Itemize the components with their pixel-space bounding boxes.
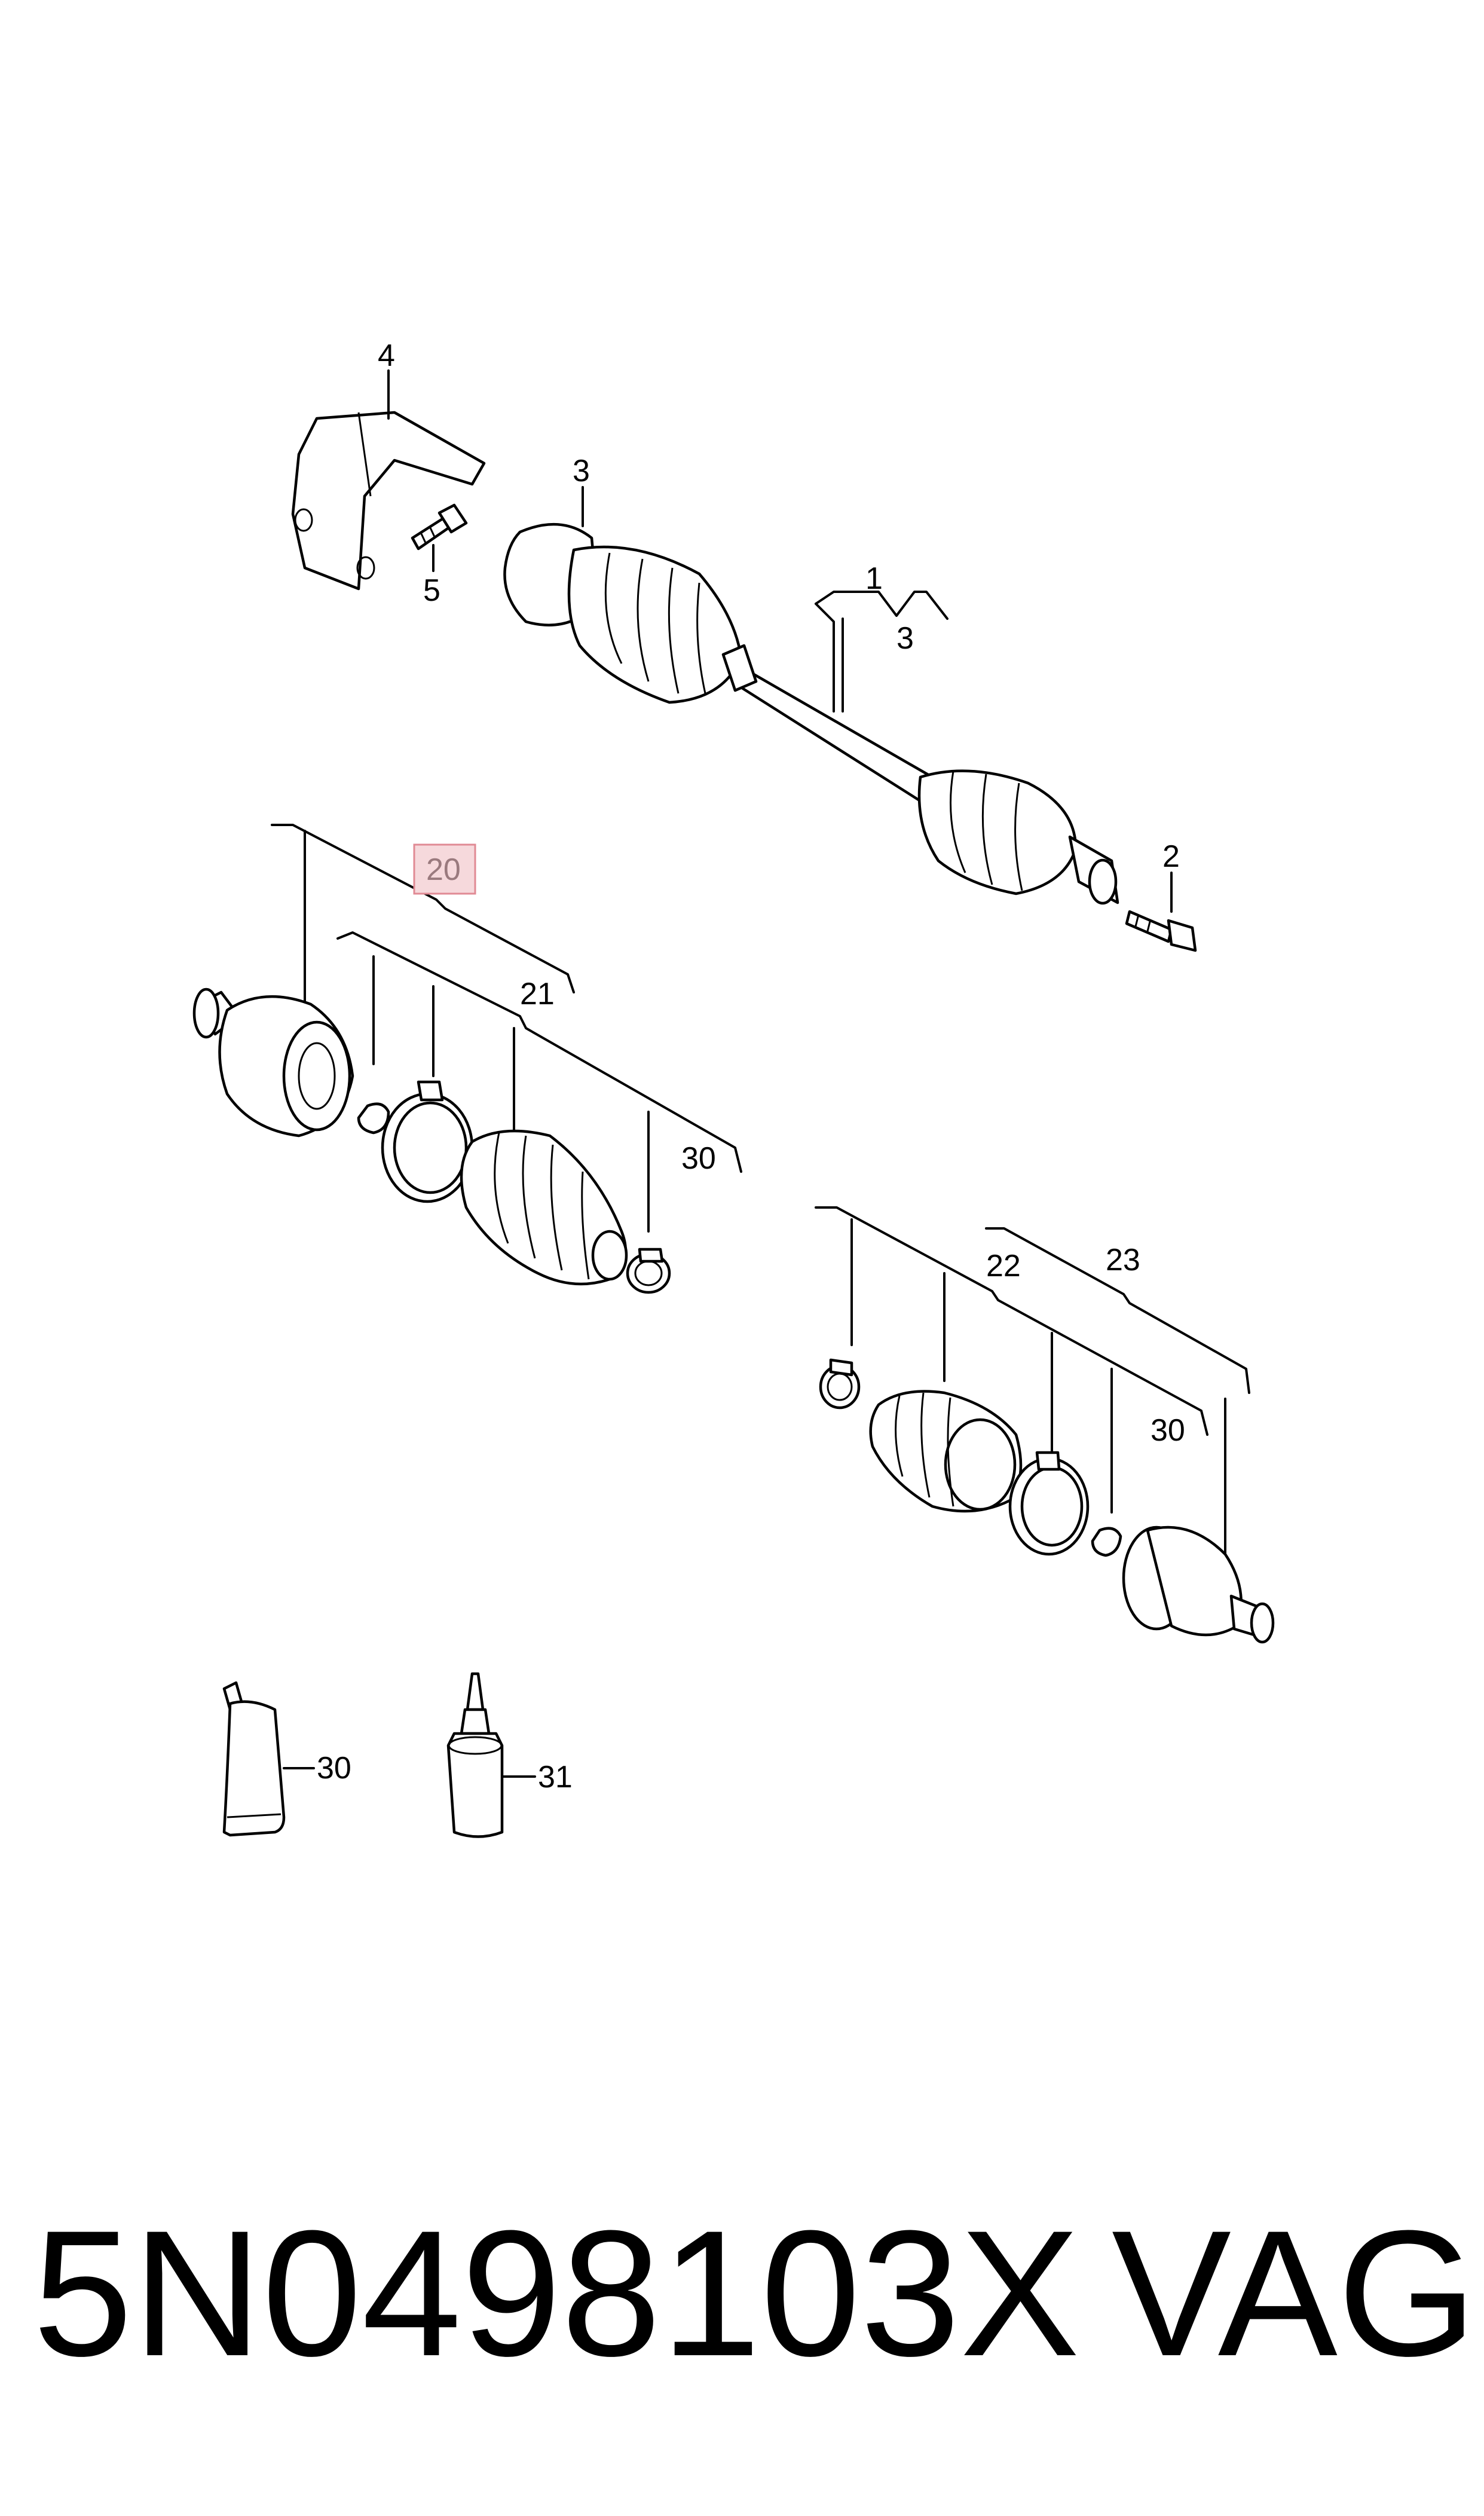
callout-5: 5 bbox=[423, 573, 440, 608]
callout-30-right: 30 bbox=[1151, 1413, 1185, 1448]
bracket-22-23 bbox=[815, 1206, 1250, 1436]
circlip-right[interactable] bbox=[1091, 1527, 1122, 1557]
callout-31: 31 bbox=[538, 1760, 573, 1794]
clamp-small-right[interactable] bbox=[819, 1358, 861, 1410]
clamp-large-left[interactable] bbox=[381, 1080, 474, 1203]
highlight-box-20 bbox=[413, 843, 476, 895]
callout-30-left: 30 bbox=[681, 1141, 716, 1176]
callout-20: 20 bbox=[426, 852, 461, 887]
circlip-left[interactable] bbox=[357, 1102, 390, 1135]
cv-joint-left[interactable] bbox=[192, 988, 354, 1138]
brand-text: VAG bbox=[1112, 2193, 1477, 2393]
part-number-text: 5N0498103X bbox=[33, 2193, 1080, 2393]
heat-shield-part-4[interactable] bbox=[291, 411, 486, 591]
bracket-21 bbox=[336, 931, 742, 1173]
callout-4: 4 bbox=[378, 338, 395, 373]
callout-3: 3 bbox=[573, 454, 590, 488]
callout-3-bracket: 3 bbox=[896, 621, 914, 656]
bottle-part-31[interactable] bbox=[446, 1672, 504, 1838]
bolt-part-2[interactable] bbox=[1125, 910, 1197, 952]
callout-1: 1 bbox=[865, 561, 883, 596]
callout-21: 21 bbox=[520, 977, 555, 1011]
drive-shaft-part-1[interactable] bbox=[503, 522, 1119, 905]
bracket-1 bbox=[815, 591, 948, 713]
grease-tube-part-30[interactable] bbox=[222, 1681, 286, 1837]
bolt-part-5[interactable] bbox=[411, 503, 468, 551]
bracket-20 bbox=[271, 824, 575, 993]
callout-22: 22 bbox=[986, 1249, 1021, 1283]
boot-left[interactable] bbox=[460, 1129, 628, 1286]
clamp-small-left[interactable] bbox=[626, 1248, 671, 1294]
callout-30-tube: 30 bbox=[317, 1751, 351, 1786]
callout-23: 23 bbox=[1106, 1243, 1140, 1277]
callout-2: 2 bbox=[1162, 839, 1180, 874]
clamp-large-right[interactable] bbox=[1008, 1451, 1090, 1556]
boot-right[interactable] bbox=[869, 1390, 1023, 1513]
cv-joint-right[interactable] bbox=[1122, 1526, 1275, 1644]
